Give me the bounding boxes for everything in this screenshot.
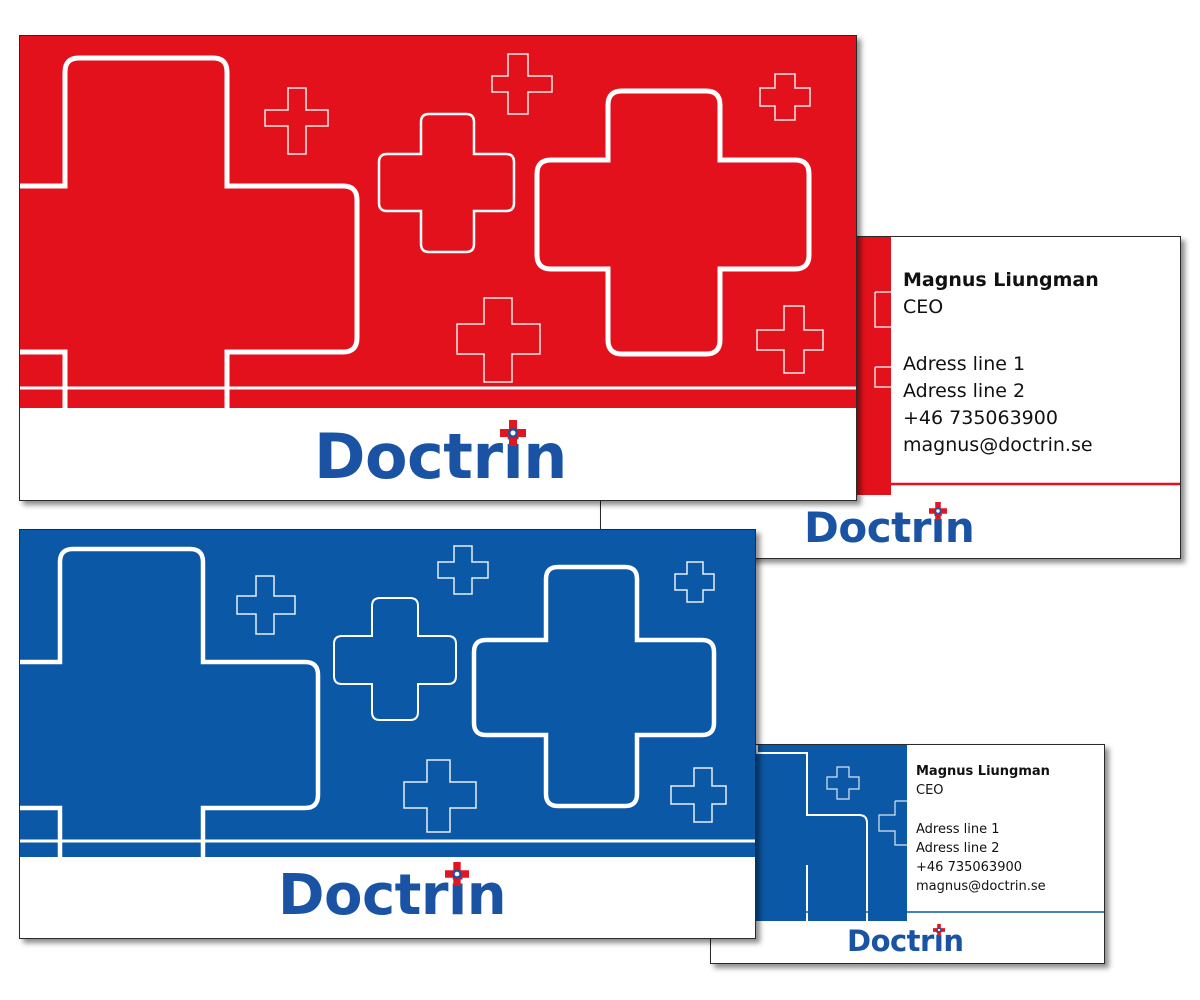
cross-outlines-small (874, 291, 891, 388)
cross-outline-small-1 (236, 575, 296, 635)
cross-logo-icon (928, 502, 947, 520)
cross-outlines-small (826, 766, 907, 846)
cross-outlines-small (236, 545, 727, 833)
cross-outline-small-5 (756, 305, 824, 374)
contact-title: CEO (903, 296, 944, 318)
cross-outlines-medium (333, 597, 457, 721)
contact-details: Magnus Liungman CEO Adress line 1 Adress… (903, 267, 1099, 459)
cross-logo-icon (445, 862, 470, 886)
cross-outline-small-4 (456, 297, 541, 383)
cross-outline-left-large (20, 55, 360, 408)
address-line-2: Adress line 2 (916, 841, 1000, 856)
cross-outline-center (333, 597, 457, 721)
contact-title: CEO (916, 783, 944, 798)
cross-pattern-background (20, 530, 755, 857)
business-card-back-blue: Magnus Liungman CEO Adress line 1 Adress… (710, 744, 1105, 964)
cross-outline-fragment (874, 291, 891, 388)
cross-outline-right-large (471, 564, 717, 809)
address-line-2: Adress line 2 (903, 380, 1026, 402)
cross-outline-small-2 (491, 53, 553, 115)
phone-number: +46 735063900 (916, 860, 1023, 875)
red-pattern-panel (20, 36, 856, 408)
cross-outline-small-3 (759, 73, 811, 121)
cross-outline-small-5 (670, 767, 727, 823)
cross-outline-center (377, 112, 516, 254)
address-line-1: Adress line 1 (903, 353, 1026, 375)
phone-number: +46 735063900 (903, 407, 1058, 429)
cross-outline-small-1 (826, 766, 860, 800)
contact-name: Magnus Liungman (916, 764, 1050, 779)
cross-pattern-background (20, 36, 856, 408)
cross-outlines-small (264, 53, 824, 383)
address-line-1: Adress line 1 (916, 822, 1000, 837)
cross-outlines-medium (377, 112, 516, 254)
cross-outline-right-large (534, 88, 812, 357)
contact-name: Magnus Liungman (903, 269, 1099, 291)
cross-outline-small-4 (403, 759, 477, 833)
cross-outline-fragment-right (878, 800, 907, 846)
cross-outline-left-large (20, 546, 321, 857)
blue-pattern-panel (20, 530, 755, 857)
cross-logo-icon (932, 924, 945, 936)
cross-outline-small-2 (437, 545, 489, 595)
cross-outline-small-1 (264, 87, 329, 155)
email-address: magnus@doctrin.se (916, 879, 1046, 894)
cross-logo-icon (499, 420, 526, 446)
cross-outline-small-3 (674, 561, 715, 603)
email-address: magnus@doctrin.se (903, 434, 1093, 456)
cross-outline-fragment-left (756, 745, 868, 921)
contact-details: Magnus Liungman CEO Adress line 1 Adress… (916, 762, 1050, 896)
